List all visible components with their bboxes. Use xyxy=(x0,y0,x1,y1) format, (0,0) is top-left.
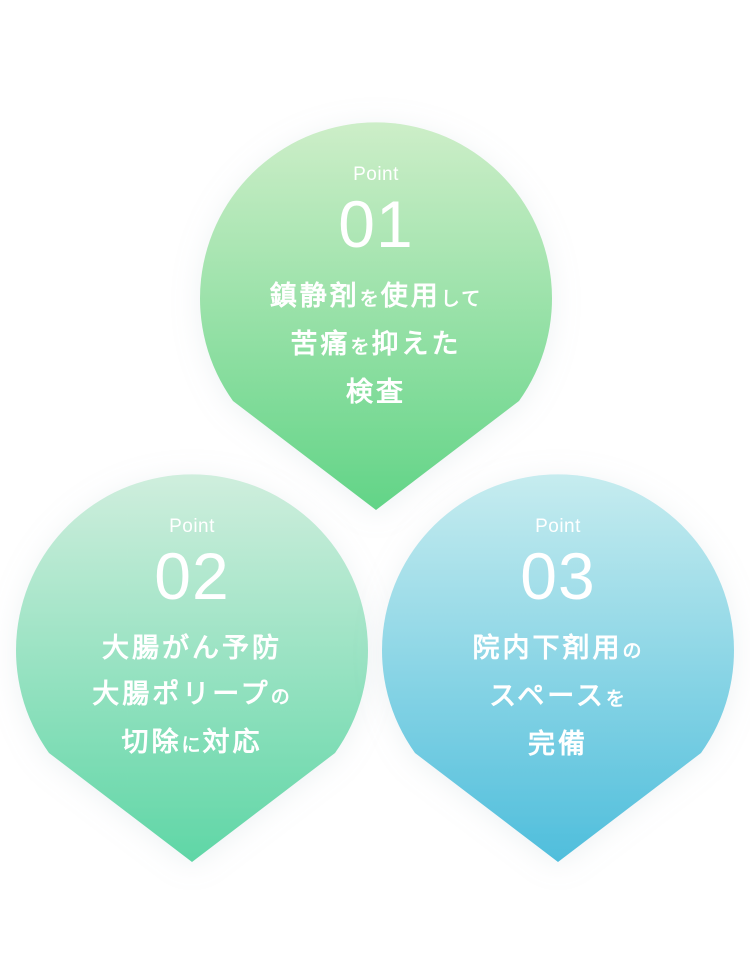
description-segment: 苦痛 xyxy=(290,329,351,360)
description-segment: を xyxy=(605,688,627,710)
point-01-card: Point 01 鎮静剤を使用して苦痛を抑えた検査 xyxy=(200,112,553,512)
description-segment: スペース xyxy=(489,681,606,712)
description-segment: を xyxy=(350,336,372,358)
description-line: 鎮静剤を使用して xyxy=(200,274,552,322)
description-segment: を xyxy=(359,288,381,310)
point-label: Point xyxy=(535,516,581,537)
point-description: 院内下剤用のスペースを完備 xyxy=(382,626,734,768)
point-number: 01 xyxy=(338,187,414,261)
point-description: 大腸がん予防大腸ポリープの切除に対応 xyxy=(16,626,368,768)
description-line: 大腸ポリープの xyxy=(16,672,368,720)
description-line: 院内下剤用の xyxy=(382,626,734,674)
description-line: スペースを xyxy=(382,674,734,722)
description-segment: 完備 xyxy=(528,729,588,760)
description-segment: 抑えた xyxy=(371,329,462,360)
description-line: 苦痛を抑えた xyxy=(200,322,552,370)
description-segment: して xyxy=(440,288,483,310)
description-segment: 鎮静剤 xyxy=(269,281,360,312)
description-line: 切除に対応 xyxy=(16,720,368,768)
teardrop-shape xyxy=(200,122,553,510)
point-02-card: Point 02 大腸がん予防大腸ポリープの切除に対応 xyxy=(16,464,369,864)
description-segment: 大腸がん予防 xyxy=(102,633,282,664)
teardrop-shape xyxy=(16,474,369,862)
point-number: 03 xyxy=(520,539,596,613)
description-line: 大腸がん予防 xyxy=(16,626,368,672)
description-segment: 切除 xyxy=(121,727,182,758)
description-line: 完備 xyxy=(382,722,734,768)
description-line: 検査 xyxy=(200,370,552,416)
description-segment: 使用 xyxy=(380,281,441,312)
point-label: Point xyxy=(169,516,215,537)
description-segment: 大腸ポリープ xyxy=(92,679,271,710)
description-segment: に xyxy=(181,734,203,756)
description-segment: 院内下剤用 xyxy=(472,633,623,664)
teardrop-shape xyxy=(382,474,734,862)
point-label: Point xyxy=(353,164,399,185)
description-segment: の xyxy=(622,640,644,662)
description-segment: 対応 xyxy=(202,727,263,758)
point-03-card: Point 03 院内下剤用のスペースを完備 xyxy=(382,464,734,864)
point-number: 02 xyxy=(154,539,230,613)
description-segment: 検査 xyxy=(346,377,406,408)
description-segment: の xyxy=(270,686,292,708)
point-description: 鎮静剤を使用して苦痛を抑えた検査 xyxy=(200,274,552,416)
